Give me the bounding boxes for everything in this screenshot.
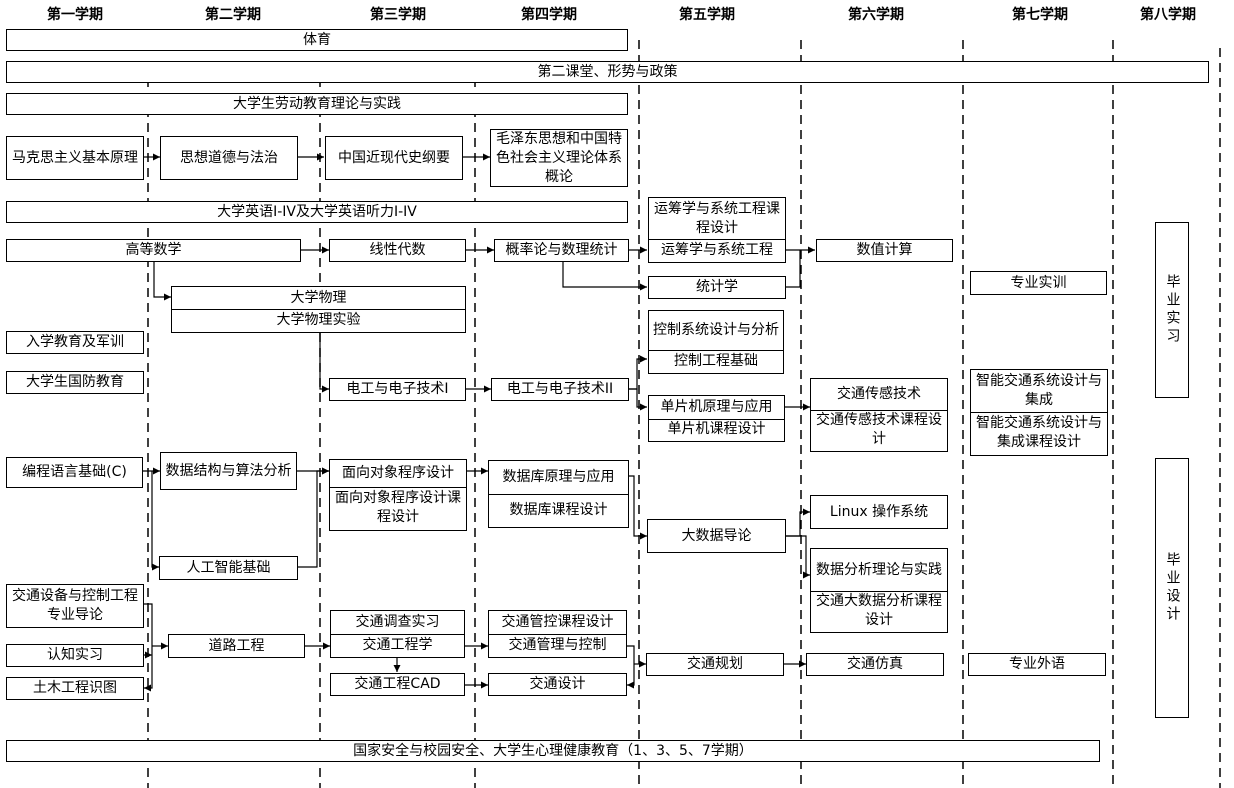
course-ai: 人工智能基础 (159, 556, 298, 580)
course-control-basics: 控制工程基础 (674, 352, 758, 369)
course-oop: 面向对象程序设计 (330, 460, 466, 488)
course-physics-group: 大学物理 大学物理实验 (171, 286, 466, 333)
course-or: 运筹学与系统工程 (661, 241, 773, 258)
course-control-course-design: 交通管控课程设计 (489, 611, 626, 635)
course-foreign: 专业外语 (968, 653, 1106, 676)
course-road: 道路工程 (168, 634, 305, 658)
course-database-group: 数据库原理与应用 数据库课程设计 (488, 460, 629, 528)
course-sensing-design: 交通传感技术课程设计 (816, 412, 942, 447)
course-electrical-2: 电工与电子技术II (491, 378, 629, 401)
course-defense: 大学生国防教育 (6, 371, 144, 394)
term-header-1: 第一学期 (47, 7, 103, 23)
course-marxism: 马克思主义基本原理 (6, 136, 144, 180)
course-data-analysis: 数据分析理论与实践 (811, 549, 947, 592)
course-oop-group: 面向对象程序设计 面向对象程序设计课程设计 (329, 459, 467, 531)
course-data-structures: 数据结构与算法分析 (160, 452, 297, 490)
course-calculus: 高等数学 (6, 239, 301, 262)
course-its-group: 智能交通系统设计与集成 智能交通系统设计与集成课程设计 (970, 369, 1108, 456)
term-header-3: 第三学期 (370, 7, 426, 23)
course-mcu-design: 单片机课程设计 (667, 421, 766, 437)
course-labor: 大学生劳动教育理论与实践 (6, 93, 628, 115)
course-traffic-eng: 交通工程学 (362, 636, 433, 653)
course-database: 数据库原理与应用 (489, 461, 628, 495)
course-linear-algebra: 线性代数 (329, 239, 466, 262)
course-oop-design: 面向对象程序设计课程设计 (335, 490, 461, 525)
course-history: 中国近现代史纲要 (325, 136, 463, 180)
course-simulation: 交通仿真 (806, 653, 944, 676)
course-physics: 大学物理 (172, 287, 465, 310)
course-second-classroom: 第二课堂、形势与政策 (6, 61, 1209, 83)
course-planning: 交通规划 (646, 653, 784, 676)
term-header-7: 第七学期 (1012, 7, 1068, 23)
course-english: 大学英语I-IV及大学英语听力I-IV (6, 201, 628, 223)
course-thesis: 毕业设计 (1155, 458, 1189, 718)
course-numerical: 数值计算 (816, 239, 953, 262)
course-practical-training: 专业实训 (970, 271, 1107, 295)
course-traffic-cad: 交通工程CAD (330, 673, 465, 696)
course-programming: 编程语言基础(C) (6, 457, 143, 488)
course-internship: 毕业实习 (1155, 222, 1189, 398)
course-control-group: 控制系统设计与分析 控制工程基础 (648, 310, 784, 374)
course-data-analysis-group: 数据分析理论与实践 交通大数据分析课程设计 (810, 548, 948, 633)
course-or-group: 运筹学与系统工程课程设计 运筹学与系统工程 (648, 197, 786, 263)
course-its-design: 智能交通系统设计与集成课程设计 (976, 415, 1102, 450)
term-header-6: 第六学期 (848, 7, 904, 23)
course-orientation: 入学教育及军训 (6, 331, 144, 354)
course-linux: Linux 操作系统 (810, 495, 948, 529)
course-drawing: 土木工程识图 (6, 677, 144, 700)
course-cognition: 认知实习 (6, 644, 144, 667)
course-traffic-mgmt: 交通管理与控制 (508, 636, 607, 653)
course-sensing-group: 交通传感技术 交通传感技术课程设计 (810, 378, 948, 452)
course-or-design: 运筹学与系统工程课程设计 (649, 198, 785, 240)
course-traffic-big-data-design: 交通大数据分析课程设计 (816, 593, 942, 628)
course-mcu-group: 单片机原理与应用 单片机课程设计 (648, 395, 785, 442)
course-morality: 思想道德与法治 (160, 136, 298, 180)
course-mao: 毛泽东思想和中国特色社会主义理论体系概论 (490, 129, 628, 187)
course-security: 国家安全与校园安全、大学生心理健康教育（1、3、5、7学期） (6, 740, 1100, 762)
term-header-8: 第八学期 (1140, 7, 1196, 23)
course-big-data: 大数据导论 (647, 519, 786, 553)
course-statistics: 统计学 (648, 276, 786, 299)
course-control-design: 控制系统设计与分析 (649, 311, 783, 351)
course-traffic-design: 交通设计 (488, 673, 627, 696)
course-sensing: 交通传感技术 (811, 379, 947, 411)
course-electrical-1: 电工与电子技术I (329, 378, 466, 401)
course-its: 智能交通系统设计与集成 (971, 370, 1107, 413)
course-probability: 概率论与数理统计 (494, 239, 629, 262)
course-physics-lab: 大学物理实验 (276, 311, 361, 328)
term-header-4: 第四学期 (521, 7, 577, 23)
course-pe: 体育 (6, 29, 628, 51)
course-survey-group: 交通调查实习 交通工程学 (330, 610, 465, 658)
term-header-2: 第二学期 (205, 7, 261, 23)
course-mcu: 单片机原理与应用 (649, 396, 784, 420)
course-control-course-design-group: 交通管控课程设计 交通管理与控制 (488, 610, 627, 658)
term-header-5: 第五学期 (679, 7, 735, 23)
course-survey: 交通调查实习 (331, 611, 464, 635)
course-database-design: 数据库课程设计 (509, 501, 608, 518)
course-intro-major: 交通设备与控制工程专业导论 (6, 584, 144, 628)
